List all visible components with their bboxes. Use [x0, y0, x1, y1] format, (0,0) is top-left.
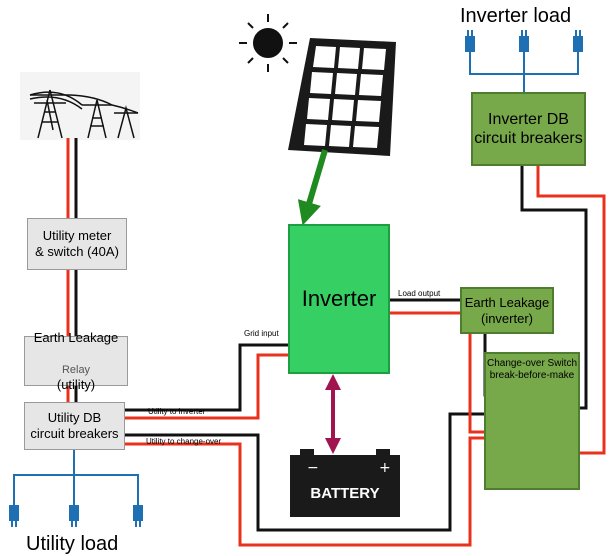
load-output-label: Load output [398, 289, 441, 298]
relay-label: Relay [61, 363, 91, 376]
utility-to-inverter-label: Utility to inverter [148, 407, 206, 416]
inverter-load-wires [469, 52, 579, 92]
earth-leakage-utility-sub: Relay (utility) [57, 345, 95, 392]
sun-icon [239, 14, 297, 72]
utility-db-label: Utility DB circuit breakers [30, 410, 119, 441]
earth-leakage-inverter-box: Earth Leakage (inverter) [460, 287, 554, 334]
utility-to-changeover-wires [125, 412, 496, 547]
utility-meter-box: Utility meter & switch (40A) [27, 218, 127, 270]
utility-label: (utility) [56, 376, 96, 392]
changeover-switch-box: Change-over Switch break-before-make [484, 352, 580, 490]
changeover-switch-label: Change-over Switch break-before-make [486, 358, 578, 381]
inverter-db-label: Inverter DB circuit breakers [474, 110, 583, 147]
earth-leakage-utility-label: Earth Leakage [33, 329, 119, 345]
svg-text:+: + [379, 460, 391, 476]
changeover-to-inverter-db-wires [520, 166, 606, 455]
power-pylons-icon [20, 72, 140, 140]
earth-leakage-inverter-label: Earth Leakage (inverter) [464, 294, 550, 326]
svg-text:−: − [307, 460, 319, 476]
solar-arrow [297, 149, 328, 226]
grid-input-wires [125, 343, 288, 420]
grid-input-label: Grid input [244, 329, 279, 338]
inverter-label: Inverter [301, 285, 377, 311]
inverter-box: Inverter [288, 224, 390, 374]
battery-label: BATTERY [310, 485, 380, 502]
load-output-wires [390, 298, 460, 315]
earth-leakage-utility-box: Earth Leakage Relay (utility) [24, 330, 128, 392]
utility-meter-label: Utility meter & switch (40A) [35, 228, 119, 259]
plug-icon [9, 30, 583, 527]
inverter-db-box: Inverter DB circuit breakers [471, 92, 586, 166]
utility-db-box: Utility DB circuit breakers [24, 402, 125, 450]
inverter-load-title: Inverter load [460, 5, 572, 27]
utility-load-title: Utility load [26, 533, 119, 555]
solar-panel-icon [288, 38, 396, 156]
utility-feed-wires [66, 138, 78, 402]
battery-icon: − + [290, 449, 400, 517]
utility-to-changeover-label: Utility to change-over [146, 437, 222, 446]
